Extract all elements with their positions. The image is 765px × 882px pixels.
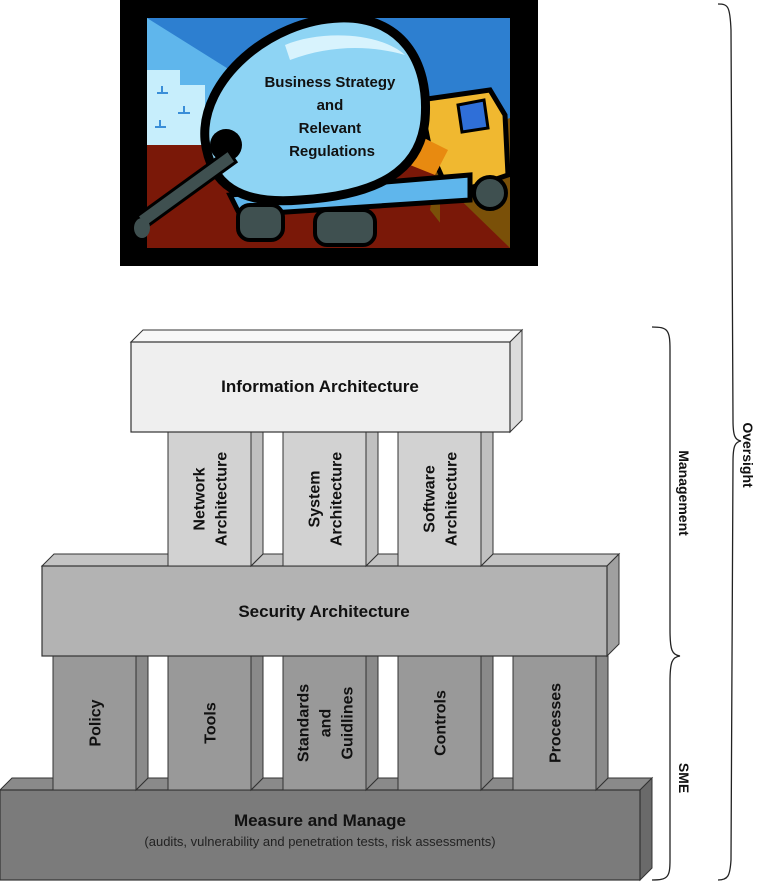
- lower-pillar-label: Controls: [433, 690, 450, 756]
- pillar-label-line: and: [318, 709, 335, 737]
- lower-pillar-label: Processes: [548, 683, 565, 763]
- pillar-label-line: Policy: [88, 699, 105, 746]
- info-block-face: [130, 341, 511, 433]
- pillar-side: [135, 655, 149, 792]
- management-label: Management: [676, 450, 692, 536]
- pillar-label-line: Network: [192, 467, 209, 530]
- base-block-face: [0, 789, 641, 881]
- pillar-face: [397, 431, 482, 567]
- lower-pillar-label: Standards and Guidlines: [296, 684, 357, 762]
- base-block-label: Measure and Manage: [234, 811, 406, 830]
- pillar-face: [282, 655, 367, 791]
- pillar-label-line: Processes: [548, 683, 565, 763]
- pillar-face: [397, 655, 482, 791]
- security-block-label: Security Architecture: [238, 602, 409, 621]
- pillar-face: [512, 655, 597, 791]
- info-block-label: Information Architecture: [221, 377, 419, 396]
- oversight-label: Oversight: [740, 422, 756, 488]
- pillar-label-line: Architecture: [444, 452, 461, 546]
- upper-pillar-label: System Architecture: [307, 452, 346, 546]
- business-strategy-picture: Business Strategy and Relevant Regulatio…: [120, 0, 538, 266]
- pillar-side: [365, 431, 379, 568]
- security-block-face: [41, 565, 608, 657]
- measure-and-manage-block: Measure and Manage (audits, vulnerabilit…: [0, 776, 654, 882]
- pillar-side: [250, 655, 264, 792]
- lower-pillar-label: Tools: [203, 702, 220, 744]
- pillar-label-line: Software: [422, 465, 439, 533]
- pillar-label-line: System: [307, 471, 324, 528]
- pillar-label-line: Architecture: [214, 452, 231, 546]
- picture-caption: Business Strategy and Relevant Regulatio…: [264, 74, 399, 160]
- oversight-brace: [717, 3, 742, 881]
- pillar-label-line: Guidlines: [340, 686, 357, 759]
- pillar-face: [282, 431, 367, 567]
- pillar-label-line: Standards: [296, 684, 313, 762]
- lower-pillar: Controls: [396, 655, 495, 792]
- base-block-sublabel: (audits, vulnerability and penetration t…: [144, 834, 495, 849]
- pillar-label-line: Controls: [433, 690, 450, 756]
- upper-pillar: Network Architecture: [166, 431, 265, 568]
- lower-pillar: Standards and Guidlines: [281, 655, 380, 792]
- security-architecture-block: Security Architecture: [40, 552, 621, 658]
- pillar-side: [250, 431, 264, 568]
- pillar-side: [365, 655, 379, 792]
- lower-pillar: Policy: [51, 655, 150, 792]
- information-architecture-block: Information Architecture: [129, 328, 524, 434]
- management-sme-brace: [651, 326, 681, 881]
- braces: [651, 3, 742, 881]
- picture-caption-line-3: Relevant: [299, 120, 362, 137]
- pillar-side: [480, 655, 494, 792]
- pillar-side: [480, 431, 494, 568]
- pillar-face: [52, 655, 137, 791]
- upper-pillar: Software Architecture: [396, 431, 495, 568]
- pillar-label-line: Tools: [203, 702, 220, 744]
- lower-pillars: Policy Tools Standards and Guidlines Controls…: [51, 655, 610, 792]
- picture-caption-line-4: Regulations: [289, 143, 375, 160]
- sme-label: SME: [676, 763, 692, 793]
- pillar-face: [167, 431, 252, 567]
- upper-pillar: System Architecture: [281, 431, 380, 568]
- upper-pillar-label: Software Architecture: [422, 452, 461, 546]
- picture-caption-line-1: Business Strategy: [264, 74, 396, 91]
- lower-pillar-label: Policy: [88, 699, 105, 746]
- upper-pillar-label: Network Architecture: [192, 452, 231, 546]
- pillar-side: [595, 655, 609, 792]
- lower-pillar: Processes: [511, 655, 610, 792]
- lower-pillar: Tools: [166, 655, 265, 792]
- picture-caption-line-2: and: [317, 97, 344, 114]
- pillar-label-line: Architecture: [329, 452, 346, 546]
- cement-mixer-truck-icon: [134, 13, 511, 248]
